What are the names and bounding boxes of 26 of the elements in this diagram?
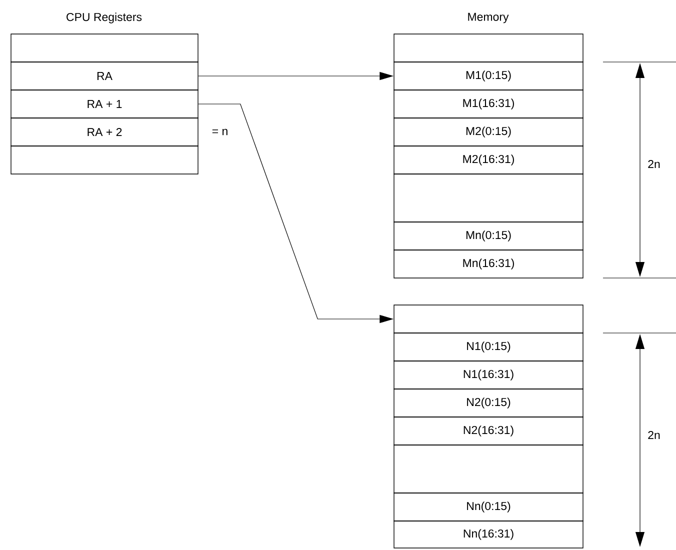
memory-cell: M2(0:15) bbox=[394, 118, 584, 146]
register-cell: RA + 1 bbox=[10, 90, 198, 118]
empty-memory-cell bbox=[394, 304, 584, 334]
empty-register-cell bbox=[10, 34, 198, 62]
memory-cell: Mn(0:15) bbox=[394, 222, 584, 250]
table-heading: Memory bbox=[468, 12, 509, 24]
memory-cell: N2(16:31) bbox=[394, 416, 584, 446]
dimension-label: 2n bbox=[648, 430, 660, 440]
memory-cell: M1(0:15) bbox=[394, 62, 584, 90]
memory-cell: N1(0:15) bbox=[394, 332, 584, 362]
memory-cell: Nn(0:15) bbox=[394, 492, 584, 522]
empty-memory-cell bbox=[394, 34, 584, 62]
empty-memory-cell bbox=[394, 174, 584, 222]
register-cell: RA bbox=[10, 62, 198, 90]
register-cell: RA + 2 bbox=[10, 118, 198, 146]
register-note: = n bbox=[212, 128, 228, 136]
empty-register-cell bbox=[10, 146, 198, 174]
empty-memory-cell bbox=[394, 444, 584, 494]
memory-cell: M2(16:31) bbox=[394, 146, 584, 174]
memory-cell: N1(16:31) bbox=[394, 360, 584, 390]
memory-cell: M1(16:31) bbox=[394, 90, 584, 118]
table-heading: CPU Registers bbox=[66, 12, 142, 24]
memory-cell: Nn(16:31) bbox=[394, 520, 584, 548]
memory-cell: Mn(16:31) bbox=[394, 250, 584, 278]
dimension-label: 2n bbox=[648, 160, 660, 168]
memory-cell: N2(0:15) bbox=[394, 388, 584, 418]
